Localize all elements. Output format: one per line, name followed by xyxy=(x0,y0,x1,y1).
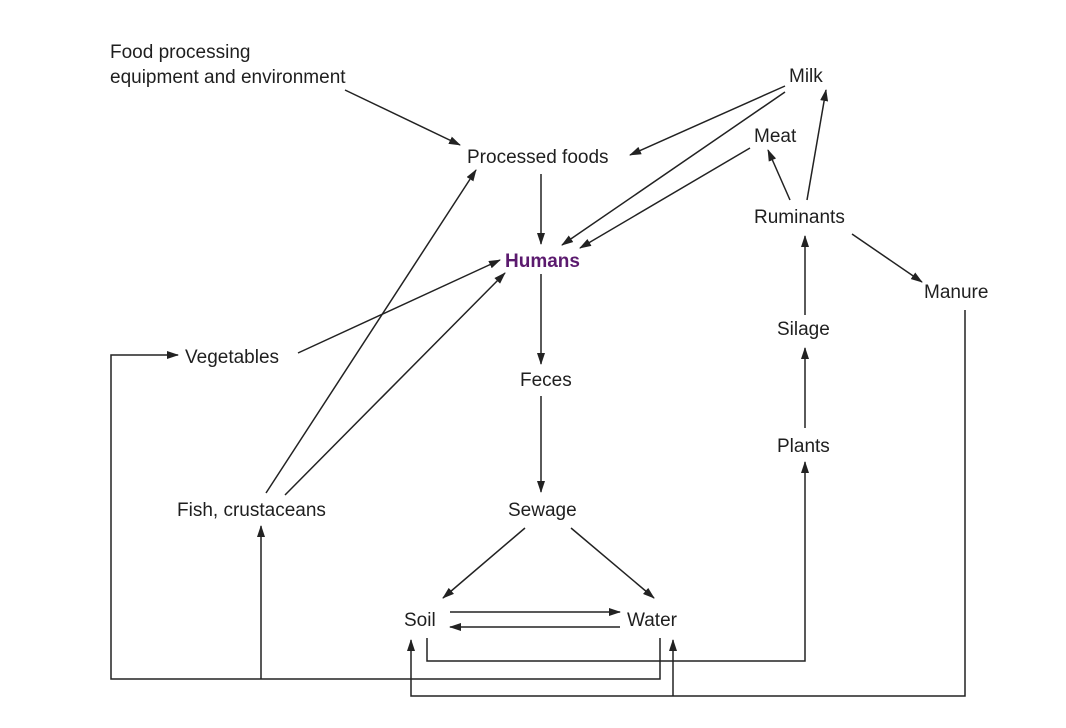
node-feces: Feces xyxy=(520,370,572,391)
arrow-ruminants-to-milk xyxy=(806,89,829,201)
node-water: Water xyxy=(627,610,678,631)
arrow-ruminants-to-meat xyxy=(767,149,791,201)
arrow-manure-to-soil xyxy=(407,310,966,697)
arrow-milk-to-processed xyxy=(629,85,786,156)
arrow-fish-to-humans xyxy=(284,272,506,496)
node-milk: Milk xyxy=(789,66,823,87)
arrow-sewage-to-water xyxy=(570,527,655,599)
arrow-fish-to-processed xyxy=(265,169,477,494)
arrow-meat-to-humans xyxy=(579,147,751,249)
node-ruminants: Ruminants xyxy=(754,207,845,228)
node-processed-foods: Processed foods xyxy=(467,147,609,168)
node-meat: Meat xyxy=(754,126,797,147)
node-manure: Manure xyxy=(924,282,988,303)
node-vegetables: Vegetables xyxy=(185,347,279,368)
arrow-water-loop-to-vegetables xyxy=(110,351,661,680)
arrow-vegetables-to-humans xyxy=(297,259,501,354)
arrow-soil-to-plants xyxy=(426,461,809,662)
node-food-processing-line1: Food processing xyxy=(110,42,250,63)
node-plants: Plants xyxy=(777,436,830,457)
node-silage: Silage xyxy=(777,319,830,340)
node-humans: Humans xyxy=(505,251,580,272)
node-fish-crustaceans: Fish, crustaceans xyxy=(177,500,326,521)
node-soil: Soil xyxy=(404,610,436,631)
arrow-ruminants-to-manure xyxy=(851,233,923,283)
node-sewage: Sewage xyxy=(508,500,577,521)
arrow-milk-to-humans xyxy=(561,91,786,246)
arrow-sewage-to-soil xyxy=(442,527,526,599)
node-food-processing-line2: equipment and environment xyxy=(110,67,346,88)
arrow-foodproc-to-processed xyxy=(344,89,461,146)
